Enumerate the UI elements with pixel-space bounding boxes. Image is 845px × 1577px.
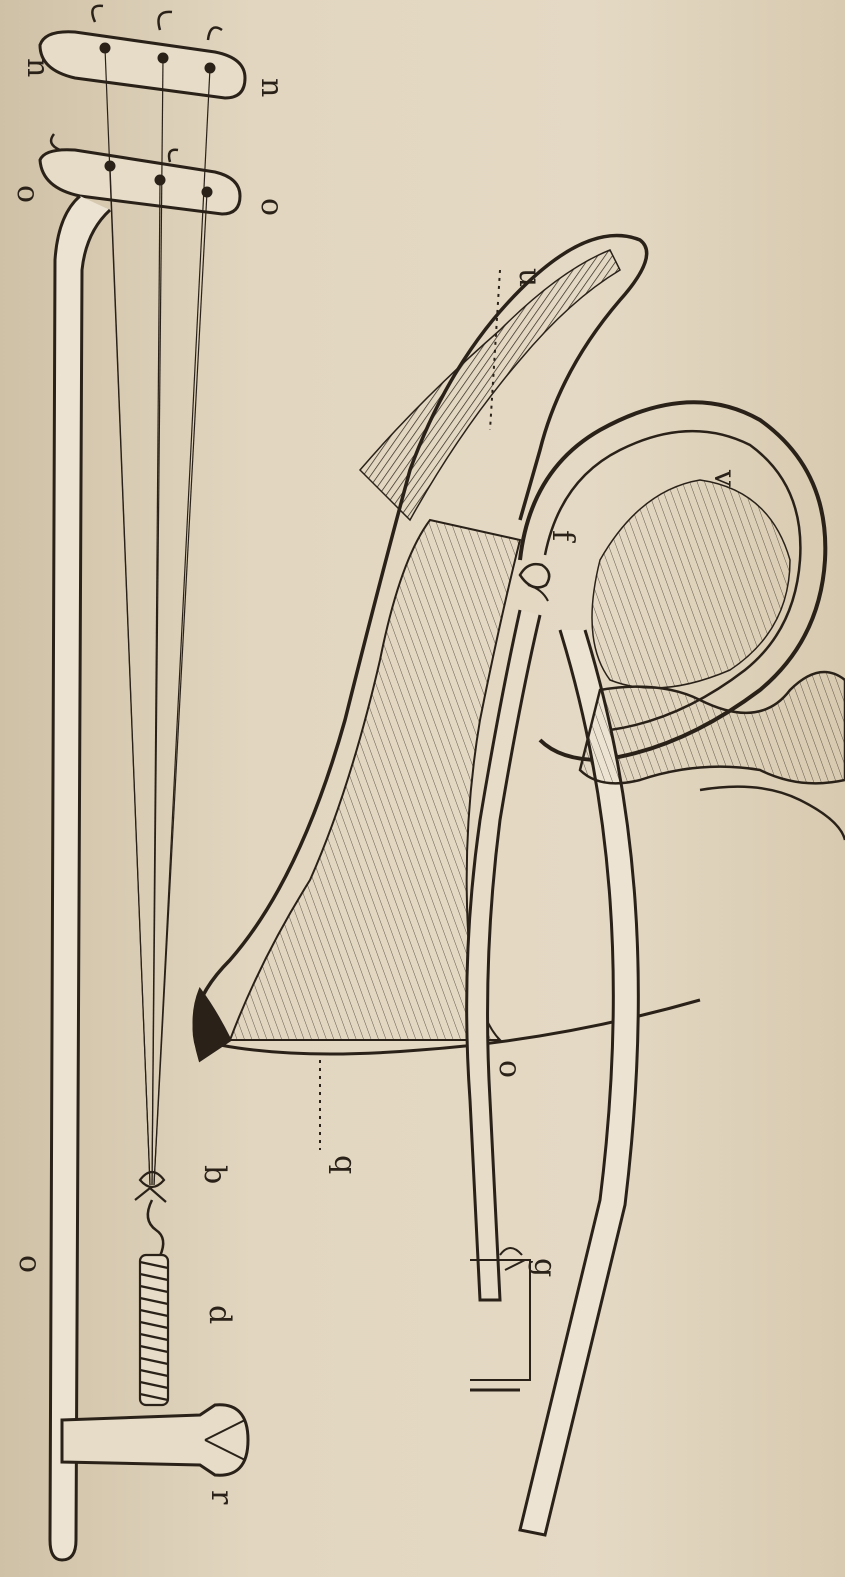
label-n-right: n (254, 78, 289, 97)
label-g: g (527, 1258, 562, 1277)
label-q: q (327, 1155, 362, 1174)
suture-instrument (40, 6, 248, 1560)
label-b: b (197, 1165, 232, 1184)
label-d: d (202, 1305, 237, 1324)
label-n-top: n (20, 58, 55, 77)
lower-suture-plate (40, 150, 240, 214)
anatomical-section (194, 236, 845, 1535)
label-o-lower: o (492, 1060, 527, 1078)
label-u: u (512, 268, 547, 287)
clamp-screw (62, 1405, 248, 1475)
label-r: r (204, 1490, 239, 1505)
instrument-rod (50, 196, 110, 1560)
label-f: f (545, 530, 580, 543)
label-o-left: o (12, 1255, 47, 1273)
label-o-right: o (254, 198, 289, 216)
label-v: v (707, 469, 742, 487)
label-o-top: o (10, 185, 45, 203)
tension-spring (140, 1255, 168, 1405)
